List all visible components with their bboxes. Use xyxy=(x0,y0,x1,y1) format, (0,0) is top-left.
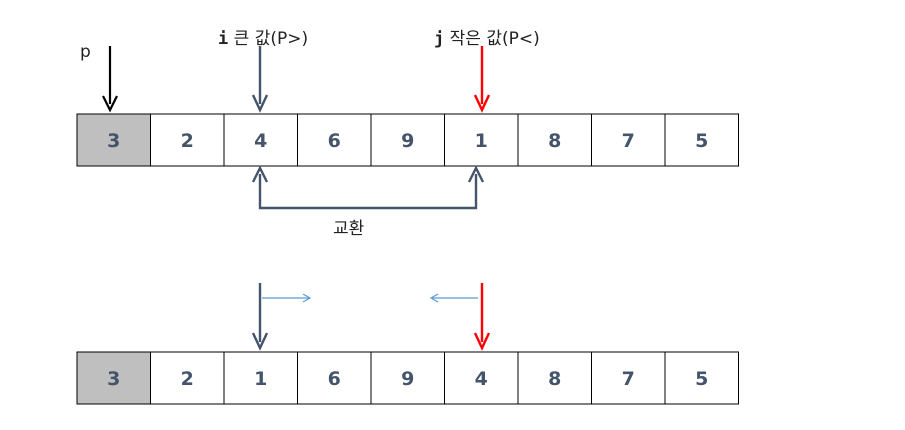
array-cell xyxy=(150,113,225,167)
array-cell-value: 8 xyxy=(548,130,561,152)
array-cell-value: 6 xyxy=(328,130,341,152)
pivot-arrow xyxy=(102,46,118,113)
array-cell-value: 4 xyxy=(475,368,488,390)
array-cell xyxy=(664,113,739,167)
array-cell xyxy=(223,351,298,405)
swap-bracket xyxy=(251,165,485,210)
i-arrow-bottom xyxy=(251,283,269,351)
j-arrow-bottom xyxy=(473,283,491,351)
j-label: j 작은 값(P<) xyxy=(434,24,540,49)
array-cell-value: 7 xyxy=(622,368,635,390)
j-move-left-arrow xyxy=(429,293,478,303)
array-row-before-swap: 3 2 4 6 9 1 8 7 5 xyxy=(76,113,739,167)
array-cell xyxy=(297,351,372,405)
array-cell-value: 7 xyxy=(622,130,635,152)
i-arrow-top xyxy=(251,46,269,113)
array-cell-value: 2 xyxy=(181,130,194,152)
array-cell-value: 9 xyxy=(401,368,414,390)
i-label: i 큰 값(P>) xyxy=(218,24,308,49)
array-cell-value: 3 xyxy=(107,130,120,152)
pivot-label: p xyxy=(80,42,91,62)
array-cell-value: 8 xyxy=(548,368,561,390)
array-cell xyxy=(444,113,519,167)
array-cell xyxy=(591,113,666,167)
array-cell-value: 1 xyxy=(254,368,267,390)
array-cell xyxy=(517,113,592,167)
array-cell xyxy=(370,113,445,167)
array-cell-value: 5 xyxy=(695,130,708,152)
i-description: 큰 값(P>) xyxy=(233,29,309,49)
array-cell-value: 2 xyxy=(181,368,194,390)
array-cell-pivot xyxy=(76,351,151,405)
i-move-right-arrow xyxy=(262,293,312,303)
array-cell xyxy=(591,351,666,405)
array-cell-value: 9 xyxy=(401,130,414,152)
array-cell xyxy=(664,351,739,405)
array-cell-value: 4 xyxy=(254,130,267,152)
swap-label: 교환 xyxy=(333,219,365,239)
array-cell xyxy=(517,351,592,405)
array-row-after-swap: 3 2 1 6 9 4 8 7 5 xyxy=(76,351,739,405)
array-cell-value: 6 xyxy=(328,368,341,390)
array-cell-value: 5 xyxy=(695,368,708,390)
array-cell-value: 1 xyxy=(475,130,488,152)
j-description: 작은 값(P<) xyxy=(449,29,540,49)
j-arrow-top xyxy=(473,46,491,113)
j-letter: j xyxy=(434,29,445,49)
array-cell xyxy=(223,113,298,167)
array-cell-pivot xyxy=(76,113,151,167)
array-cell xyxy=(370,351,445,405)
i-letter: i xyxy=(218,29,229,49)
array-cell-value: 3 xyxy=(107,368,120,390)
